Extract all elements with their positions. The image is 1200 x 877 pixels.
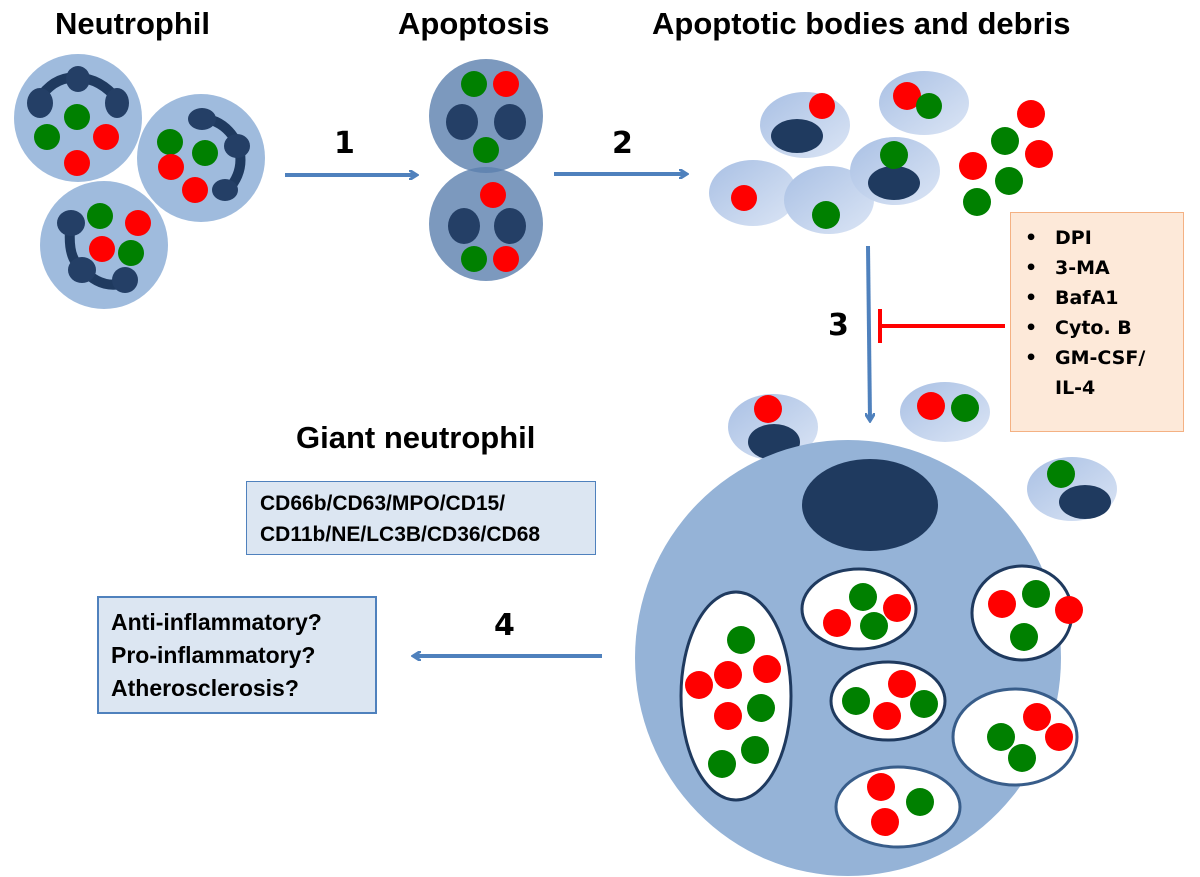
apoptotic-cell [429,59,543,281]
step-2-label: 2 [612,126,633,161]
step-1-label: 1 [334,126,355,161]
phagosome [951,687,1079,787]
marker-box: CD66b/CD63/MPO/CD15/ CD11b/NE/LC3B/CD36/… [246,481,596,555]
bullet-icon: • [1025,347,1038,369]
giant-nucleus [802,459,938,551]
inhibitor-item: •GM-CSF/ [1019,343,1145,373]
phagosome [834,765,962,849]
engulfed-body-outside [1027,457,1117,521]
apoptotic-body [850,137,940,205]
inhibitor-box: •DPI •3-MA •BafA1 •Cyto. B •GM-CSF/ IL-4 [1010,212,1184,432]
title-apoptotic-bodies: Apoptotic bodies and debris [652,6,1071,41]
neutrophil-cell [40,181,168,309]
bullet-icon: • [1025,287,1038,309]
neutrophil-cell [137,94,265,222]
step-3-label: 3 [828,308,849,343]
outcome-box: Anti-inflammatory? Pro-inflammatory? Ath… [97,596,377,714]
step-3-arrow [868,245,870,420]
inhibitor-item: •DPI [1019,223,1145,253]
title-apoptosis: Apoptosis [398,6,550,41]
outcome-line: Anti-inflammatory? [111,609,322,635]
inhibitor-item: •BafA1 [1019,283,1145,313]
free-granules [959,100,1053,216]
title-giant-neutrophil: Giant neutrophil [296,420,536,455]
neutrophil-cell [14,54,142,182]
outcome-line: Pro-inflammatory? [111,642,316,668]
apoptotic-body [709,160,797,226]
apoptotic-body [784,166,874,234]
marker-line: CD66b/CD63/MPO/CD15/ [260,492,506,515]
step-4-label: 4 [494,608,515,643]
engulfed-body-outside [900,382,990,442]
marker-line: CD11b/NE/LC3B/CD36/CD68 [260,523,541,546]
bullet-icon: • [1025,257,1038,279]
bullet-icon: • [1025,227,1038,249]
phagosome [970,564,1083,662]
apoptotic-body [760,92,850,158]
phagosome [829,660,947,742]
giant-neutrophil [635,382,1117,876]
engulfed-body-outside [728,394,818,460]
inhibitor-list: •DPI •3-MA •BafA1 •Cyto. B •GM-CSF/ IL-4 [1019,223,1145,403]
apoptotic-bodies-group [709,71,1053,234]
title-neutrophil: Neutrophil [55,6,210,41]
neutrophil-group [14,54,265,309]
outcome-line: Atherosclerosis? [111,675,299,701]
inhibition-line [878,309,1005,343]
inhibitor-item: •3-MA [1019,253,1145,283]
bullet-icon: • [1025,317,1038,339]
inhibitor-item: •Cyto. B [1019,313,1145,343]
apoptotic-body [879,71,969,135]
inhibitor-item-continuation: IL-4 [1055,377,1096,399]
phagosome [800,567,918,651]
phagosome [679,590,793,802]
